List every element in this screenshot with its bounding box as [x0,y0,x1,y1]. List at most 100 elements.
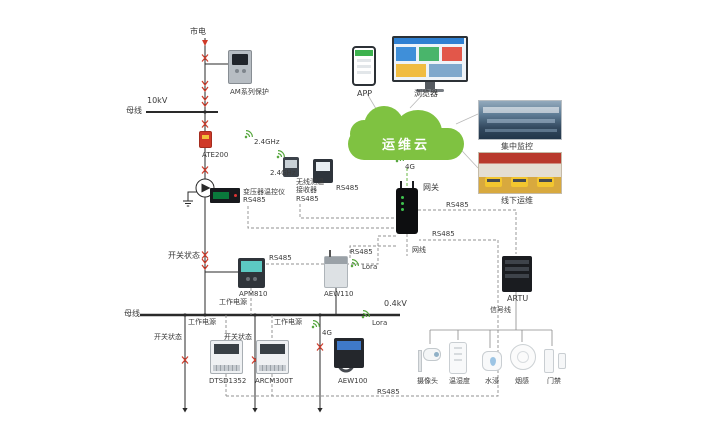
label-temp-receiver: 无线测温 接收器 RS485 [296,178,324,203]
apm810-button [246,277,250,281]
control-room-photo [478,100,562,140]
sensor-band [202,135,209,139]
aew100-screen [337,341,361,350]
sensor-slot [454,347,462,349]
label-temp-receiver-line2: 接收器 [296,186,317,195]
relay-button [234,69,239,73]
field-ops-photo [478,152,562,194]
sensor-slot [454,359,462,361]
apm810-meter-device [238,258,265,288]
label-temp-humidity: 温湿度 [449,377,470,385]
label-apm810: APM810 [239,290,268,298]
label-transformer-controller-line1: 变压器温控仪 [243,188,285,196]
label-rs485-trunk: RS485 [432,230,455,238]
label-control-room-photo: 集中监控 [501,142,533,151]
monitor-device [392,36,468,94]
gateway-device [396,181,418,234]
phone-app-row [357,71,371,74]
signal-lines [429,292,553,348]
label-switch-status-2: 开关状态 [224,333,252,341]
label-lv-aux-power: 工作电源 [219,298,247,306]
junction-dots [183,110,322,317]
artu-terminal-row [505,260,529,264]
camera-bracket [418,350,422,372]
artu-terminal-row [505,267,529,271]
door-contact-bar [558,353,566,369]
label-gateway: 网关 [423,183,439,192]
label-smoke: 烟感 [515,377,529,385]
gateway-antenna [400,181,402,188]
rs485-dashed-lines [225,204,517,397]
controller-led [234,194,237,197]
label-dtsd1352: DTSD1352 [209,377,247,385]
dashboard-tile [396,47,416,61]
phone-app-header [355,50,373,56]
controller-screen [213,192,229,199]
door-contact-device [544,349,570,373]
label-lan-cable: 网线 [412,246,426,254]
van-icon [511,177,528,187]
incoming-arrow [202,40,208,46]
label-lv-busbar: 母线 [124,309,140,318]
apm810-screen [241,261,262,272]
label-browser: 浏览器 [414,89,438,98]
van-window [513,179,526,182]
photo-detail [487,119,555,123]
arcm-screen [260,344,285,354]
dtsd-screen [214,344,239,354]
label-lora-outgoing: Lora [372,319,388,327]
camera-device [416,346,442,374]
dtsd1352-meter-device [210,340,243,374]
label-hv-voltage: 10kV [147,96,168,105]
label-signal-line: 信号线 [490,306,511,314]
label-lv-voltage: 0.4kV [384,299,407,308]
cloud-body [348,128,464,160]
dashboard-header [394,38,464,44]
artu-terminal-row [505,274,529,278]
temp-humidity-sensor-device [449,342,467,374]
smoke-detector-device [510,344,536,370]
label-24ghz-sensor: 2.4GHz [254,138,280,146]
gateway-led [401,202,404,205]
monitor-base [416,89,444,92]
relay-button [241,69,246,73]
label-camera: 摄像头 [417,377,438,385]
gateway-antenna [412,181,414,188]
aew110-antenna [329,250,331,257]
label-ate200: ATE200 [202,151,229,159]
camera-lens-icon [434,352,439,357]
label-aew100: AEW100 [338,377,368,385]
van-window [487,179,500,182]
power-meter-device [313,159,333,183]
ground-symbol [182,197,194,207]
label-lv-switch-status: 开关状态 [168,251,200,260]
relay-keypad [229,69,251,73]
phone-device [352,46,376,86]
transformer-temp-controller-device [210,188,240,203]
label-aew110-lora: Lora [362,263,378,271]
aew110-device [324,250,348,288]
label-arcm300t: ARCM300T [255,377,293,385]
label-artu: ARTU [507,294,529,303]
van-icon [537,177,554,187]
label-aux-power-2: 工作电源 [274,318,302,326]
label-24ghz-receiver: 2.4GHz [270,169,296,177]
meter-screen [316,162,330,171]
label-pq-meter-rs485: RS485 [336,184,359,192]
sensor-slot [454,353,462,355]
aew110-panel [325,257,347,264]
transformer-symbol [195,178,215,198]
gateway-led [401,196,404,199]
van-icon [485,177,502,187]
receiver-screen [285,160,297,168]
label-app: APP [357,89,373,98]
ops-cloud-shape: 运维云 [348,106,464,162]
label-field-ops-photo: 线下运维 [501,196,533,205]
detector-ring [517,351,529,363]
label-transformer-controller: 变压器温控仪 RS485 [243,188,285,205]
dashboard-tile [396,64,426,77]
label-aew110-rs485: RS485 [350,248,373,256]
phone-app-row [357,59,371,62]
dashboard-tile [419,47,439,61]
